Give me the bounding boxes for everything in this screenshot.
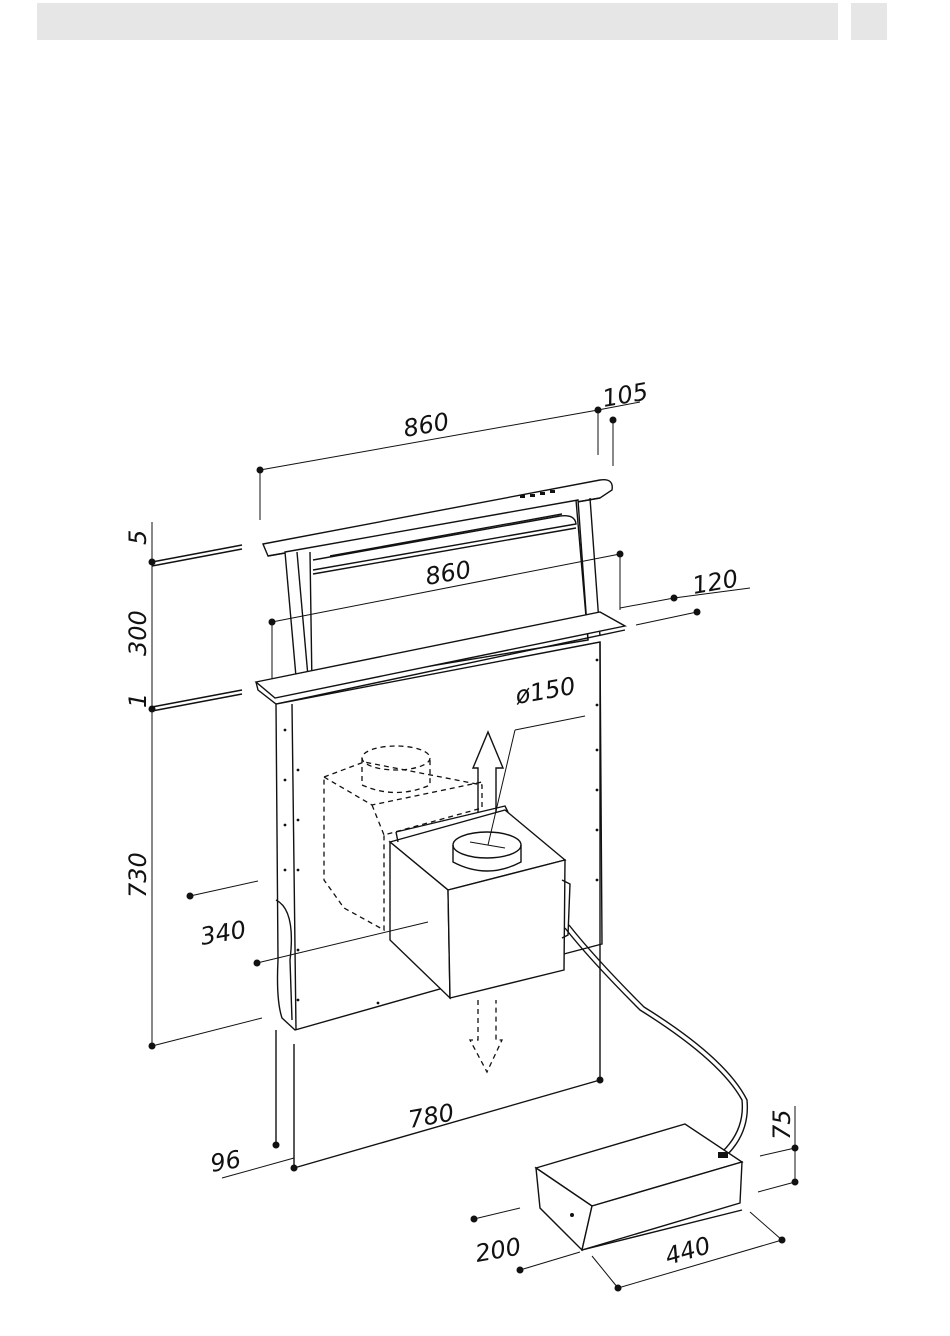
label-motor-offset: 340 (198, 915, 248, 951)
label-rise-height: 300 (124, 610, 152, 656)
label-hood-depth: 105 (600, 377, 650, 413)
dim-left-vertical (149, 522, 263, 1050)
label-slot-depth: 120 (690, 564, 740, 600)
label-body-height: 730 (124, 852, 152, 898)
label-box-height: 75 (768, 1109, 796, 1140)
label-top-thickness: 5 (124, 530, 152, 545)
label-body-width: 780 (406, 1098, 456, 1134)
label-box-width: 440 (662, 1231, 714, 1271)
label-box-depth: 200 (473, 1232, 523, 1268)
control-box (536, 1124, 742, 1250)
label-worktop-gap: 1 (124, 693, 152, 708)
airflow-down-arrow (470, 1000, 502, 1072)
label-body-depth: 96 (208, 1145, 243, 1178)
power-cable (565, 925, 747, 1155)
